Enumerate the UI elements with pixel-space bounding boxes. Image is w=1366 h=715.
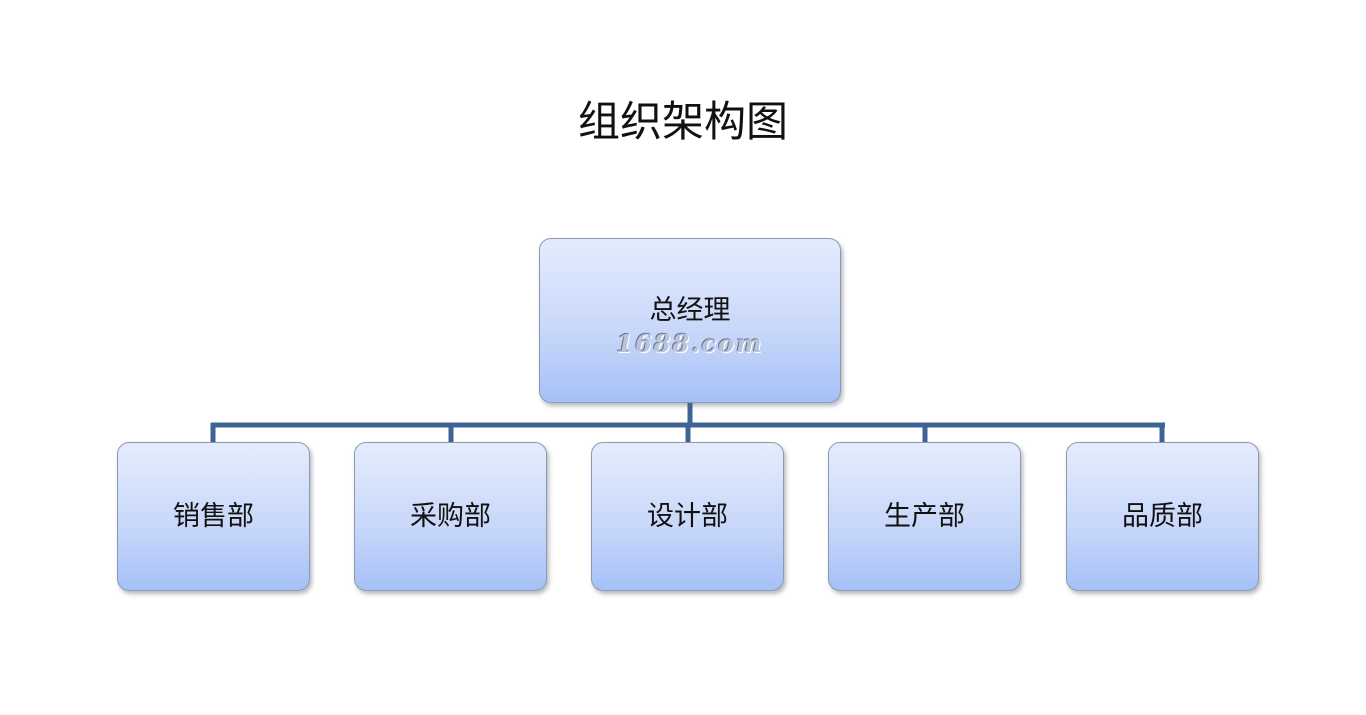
node-general-manager[interactable]: 总经理 1688.com xyxy=(539,238,841,403)
node-purchasing-department[interactable]: 采购部 xyxy=(354,442,547,591)
node-general-manager-label: 总经理 xyxy=(649,294,731,326)
node-design-department[interactable]: 设计部 xyxy=(591,442,784,591)
watermark-text: 1688.com xyxy=(616,328,764,358)
node-quality-department-label: 品质部 xyxy=(1122,500,1203,532)
node-quality-department[interactable]: 品质部 xyxy=(1066,442,1259,591)
node-design-department-label: 设计部 xyxy=(647,500,728,532)
node-production-department[interactable]: 生产部 xyxy=(828,442,1021,591)
node-sales-department[interactable]: 销售部 xyxy=(117,442,310,591)
node-sales-department-label: 销售部 xyxy=(173,500,254,532)
node-production-department-label: 生产部 xyxy=(884,500,965,532)
page-title: 组织架构图 xyxy=(577,97,788,146)
node-purchasing-department-label: 采购部 xyxy=(410,500,491,532)
